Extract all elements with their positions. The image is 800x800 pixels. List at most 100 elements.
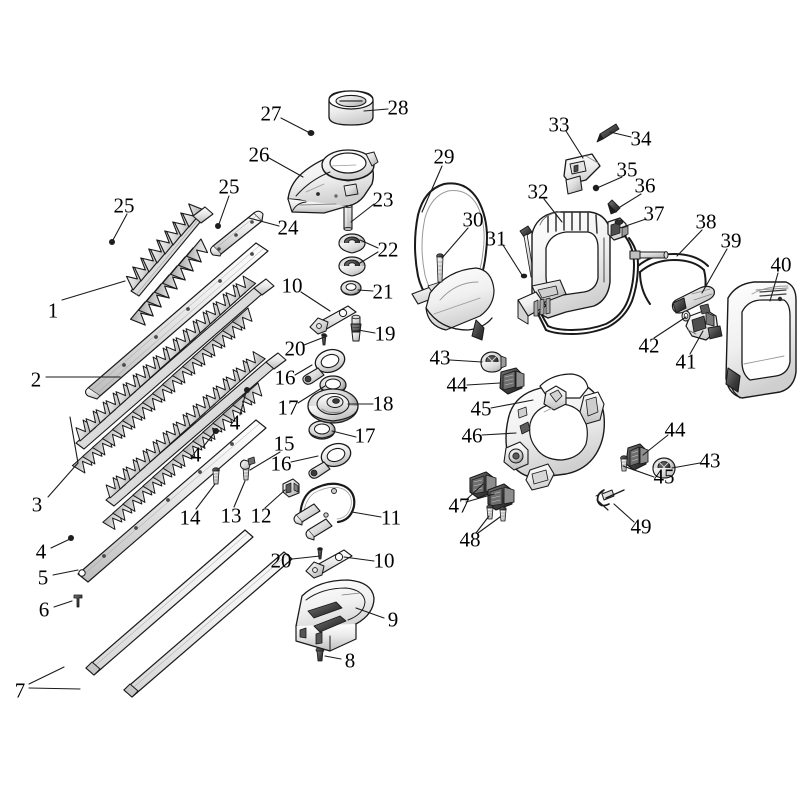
part-16b-connecting-rod	[308, 442, 352, 479]
callout-number-1: 1	[47, 298, 59, 323]
part-34-spring-pin	[596, 123, 620, 143]
part-40-handle-cover-plate	[725, 281, 797, 399]
callout-number-18: 18	[372, 391, 394, 416]
leader-line	[769, 272, 779, 302]
part-26-gearbox-housing	[287, 149, 379, 214]
leader-line	[465, 483, 484, 501]
callout-number-26: 26	[248, 142, 270, 167]
leader-line	[50, 538, 71, 549]
callout-number-4b: 4	[190, 442, 202, 467]
callout-number-16b: 16	[270, 451, 292, 476]
part-27-screw	[307, 130, 315, 136]
callout-number-10a: 10	[281, 273, 303, 298]
callout-number-47: 47	[448, 493, 470, 518]
part-5-blade-bar-lower	[77, 419, 267, 583]
leader-line	[52, 569, 79, 576]
leader-line	[300, 291, 331, 312]
callout-leader-lines	[28, 108, 779, 690]
leader-line	[218, 195, 230, 225]
callout-number-31: 31	[485, 226, 507, 251]
leader-line	[351, 511, 382, 518]
leader-line	[357, 329, 376, 334]
callout-number-20a: 20	[284, 336, 306, 361]
callout-number-27: 27	[260, 101, 282, 126]
part-1-cutter-blade-upper	[120, 199, 214, 330]
leader-line	[249, 451, 281, 471]
callout-number-24: 24	[277, 215, 299, 240]
leader-line	[264, 489, 286, 509]
leader-line	[653, 316, 687, 339]
callout-number-16a: 16	[274, 365, 296, 390]
callout-number-9: 9	[387, 607, 399, 632]
part-30-screw	[436, 253, 444, 283]
part-45b-screw	[620, 455, 628, 472]
part-19-pinion-shaft	[350, 314, 362, 342]
leader-line	[613, 503, 635, 523]
leader-line	[343, 556, 375, 562]
callout-number-20b: 20	[270, 548, 292, 573]
part-42-grommet	[681, 310, 691, 322]
callout-number-4a: 4	[229, 410, 241, 435]
callout-number-37: 37	[643, 201, 665, 226]
callout-number-25b: 25	[218, 174, 240, 199]
part-43a-cap-nut	[480, 351, 507, 373]
callout-number-19: 19	[374, 321, 396, 346]
part-11-wire-harness-bracket	[293, 482, 356, 541]
part-28-coupling-collar	[328, 90, 374, 126]
leader-line	[671, 462, 701, 469]
callout-number-8: 8	[344, 648, 356, 673]
callout-number-15: 15	[273, 431, 295, 456]
leader-line	[689, 330, 704, 355]
part-46-motor-housing	[503, 373, 606, 491]
part-15-clip	[239, 456, 256, 470]
part-9-gear-housing-cover	[295, 579, 375, 652]
leader-line	[490, 399, 534, 409]
leader-line	[195, 483, 216, 510]
leader-line	[565, 130, 584, 159]
leader-line	[359, 251, 379, 264]
callout-number-7: 7	[14, 678, 26, 703]
part-33-switch-lever	[563, 153, 601, 195]
callout-number-44b: 44	[664, 417, 686, 442]
leader-line	[421, 165, 443, 213]
callout-number-45b: 45	[653, 464, 675, 489]
callout-number-22: 22	[377, 237, 399, 262]
part-23-dowel-pin	[343, 203, 353, 232]
leader-line	[622, 465, 655, 478]
callout-number-34: 34	[630, 126, 652, 151]
part-35-screw	[592, 184, 600, 192]
part-25-blade-rivets	[109, 223, 221, 245]
callout-number-43b: 43	[699, 448, 721, 473]
callout-number-23: 23	[372, 187, 394, 212]
callout-number-28: 28	[387, 95, 409, 120]
part-14-bolt	[212, 467, 220, 485]
part-2-blade-bar-upper	[84, 242, 269, 400]
part-47-brush-holders	[469, 471, 515, 511]
leader-line	[359, 239, 379, 249]
part-16a-connecting-rod	[302, 348, 346, 385]
leader-line	[543, 198, 563, 223]
leader-line	[112, 213, 128, 241]
part-20-rivet-pins	[317, 333, 327, 560]
callout-number-49: 49	[630, 514, 652, 539]
leader-line	[53, 600, 73, 608]
leader-line	[619, 218, 647, 229]
callout-number-3: 3	[31, 492, 43, 517]
leader-line	[609, 131, 632, 138]
part-10b-link-plate	[305, 549, 353, 579]
callout-number-39: 39	[720, 228, 742, 253]
part-3-cutter-blade-set-lower	[70, 272, 287, 533]
leader-line	[466, 382, 501, 386]
leader-line	[280, 117, 311, 134]
leader-line	[324, 655, 342, 660]
part-32-rear-handle-half	[517, 211, 611, 325]
callout-number-48: 48	[459, 527, 481, 552]
callout-number-46: 46	[461, 423, 483, 448]
leader-line	[239, 391, 247, 416]
leader-line	[294, 364, 313, 376]
callout-number-45a: 45	[470, 396, 492, 421]
part-22-ball-bearings	[338, 233, 366, 277]
leader-line	[291, 555, 321, 560]
leader-line	[355, 607, 385, 619]
